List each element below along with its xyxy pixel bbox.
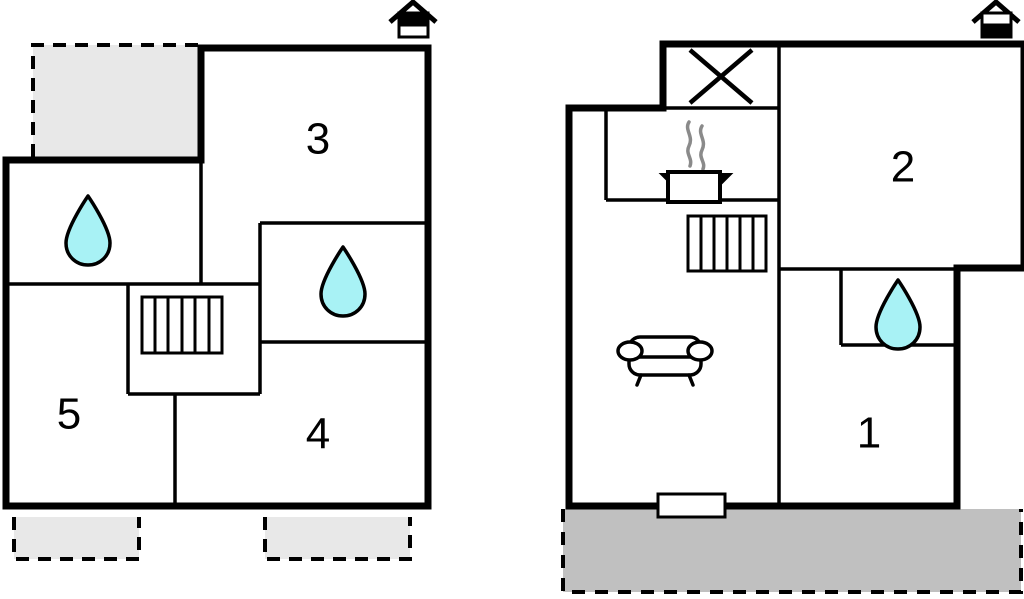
house-level-icon-upper — [388, 0, 438, 39]
room-number-2: 2 — [891, 143, 915, 192]
entrance-door-icon — [656, 492, 727, 519]
room-number-4: 4 — [306, 410, 330, 459]
room-number-3: 3 — [306, 115, 330, 164]
cooking-pot-icon — [658, 120, 734, 204]
room-number-5: 5 — [57, 390, 81, 439]
terrace-dashed-bottom-left — [12, 517, 141, 561]
stairs-icon — [140, 295, 224, 355]
terrace-dashed-bottom-right — [263, 517, 412, 561]
water-drop-icon — [319, 245, 367, 318]
house-level-icon-ground — [971, 0, 1021, 39]
ground-floor-plan: 2 1 — [561, 0, 1024, 594]
terrace-dashed-top-left — [31, 43, 201, 157]
room-number-1: 1 — [857, 409, 881, 458]
upper-floor-plan: 3 5 4 — [2, 0, 438, 561]
water-drop-icon — [874, 278, 922, 351]
crossed-room-icon — [688, 48, 754, 105]
sofa-icon — [616, 335, 714, 387]
ground-floor-interior-walls — [604, 44, 957, 506]
water-drop-icon — [64, 194, 112, 267]
stairs-icon — [686, 214, 768, 273]
upper-floor-interior-walls — [6, 160, 428, 506]
